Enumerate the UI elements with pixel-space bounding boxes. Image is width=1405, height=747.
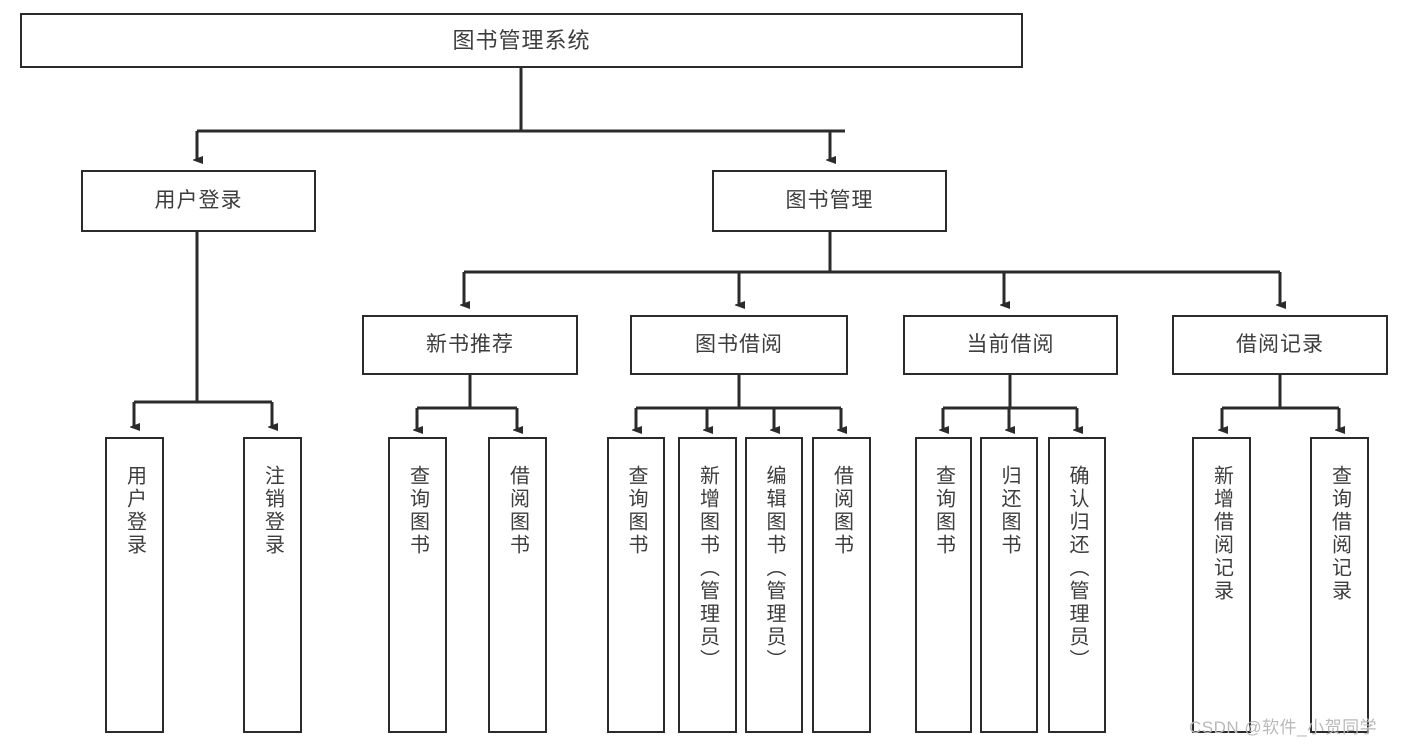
node-label: 借阅图书 xyxy=(830,465,853,557)
node-book-manage[interactable]: 图书管理 xyxy=(712,170,947,232)
node-leaf-borrow-book-2[interactable]: 借阅图书 xyxy=(812,437,871,733)
node-label: 新增借阅记录 xyxy=(1210,465,1233,603)
node-label: 借阅记录 xyxy=(1236,332,1324,356)
node-leaf-user-login[interactable]: 用户登录 xyxy=(105,437,164,733)
node-leaf-logout-login[interactable]: 注销登录 xyxy=(243,437,302,733)
node-leaf-add-record[interactable]: 新增借阅记录 xyxy=(1192,437,1251,733)
node-label: 借阅图书 xyxy=(506,465,529,557)
node-label: 归还图书 xyxy=(998,465,1020,557)
node-label: 用户登录 xyxy=(123,465,146,557)
node-label: 查询图书 xyxy=(406,465,429,557)
node-leaf-query-record[interactable]: 查询借阅记录 xyxy=(1310,437,1369,733)
node-book-borrow[interactable]: 图书借阅 xyxy=(630,315,848,375)
node-label: 图书管理系统 xyxy=(452,27,591,53)
node-leaf-edit-book[interactable]: 编辑图书（管理员） xyxy=(745,437,803,733)
node-leaf-return-book[interactable]: 归还图书 xyxy=(980,437,1038,733)
node-root-book-management-system[interactable]: 图书管理系统 xyxy=(20,13,1023,68)
node-label: 新增图书（管理员） xyxy=(696,465,719,672)
node-current-borrow[interactable]: 当前借阅 xyxy=(903,315,1118,375)
watermark-text: CSDN @软件_小贺同学 xyxy=(1189,718,1378,737)
node-leaf-query-book-2[interactable]: 查询图书 xyxy=(607,437,665,733)
node-user-login[interactable]: 用户登录 xyxy=(81,170,316,232)
node-label: 新书推荐 xyxy=(426,332,514,356)
node-leaf-query-book-3[interactable]: 查询图书 xyxy=(915,437,972,733)
node-label: 图书管理 xyxy=(785,188,874,212)
node-leaf-borrow-book-1[interactable]: 借阅图书 xyxy=(488,437,547,733)
node-leaf-add-book[interactable]: 新增图书（管理员） xyxy=(678,437,737,733)
node-label: 查询借阅记录 xyxy=(1328,465,1351,603)
node-new-book-recommend[interactable]: 新书推荐 xyxy=(362,315,578,375)
node-leaf-confirm-return[interactable]: 确认归还（管理员） xyxy=(1048,437,1106,733)
node-label: 编辑图书（管理员） xyxy=(763,465,785,672)
node-label: 图书借阅 xyxy=(695,332,783,356)
node-label: 确认归还（管理员） xyxy=(1066,465,1088,672)
node-label: 当前借阅 xyxy=(966,332,1055,356)
node-label: 查询图书 xyxy=(625,465,647,557)
node-label: 用户登录 xyxy=(154,188,243,212)
node-label: 查询图书 xyxy=(932,465,955,557)
node-label: 注销登录 xyxy=(261,465,284,557)
node-borrow-record[interactable]: 借阅记录 xyxy=(1172,315,1388,375)
node-leaf-query-book-1[interactable]: 查询图书 xyxy=(388,437,447,733)
